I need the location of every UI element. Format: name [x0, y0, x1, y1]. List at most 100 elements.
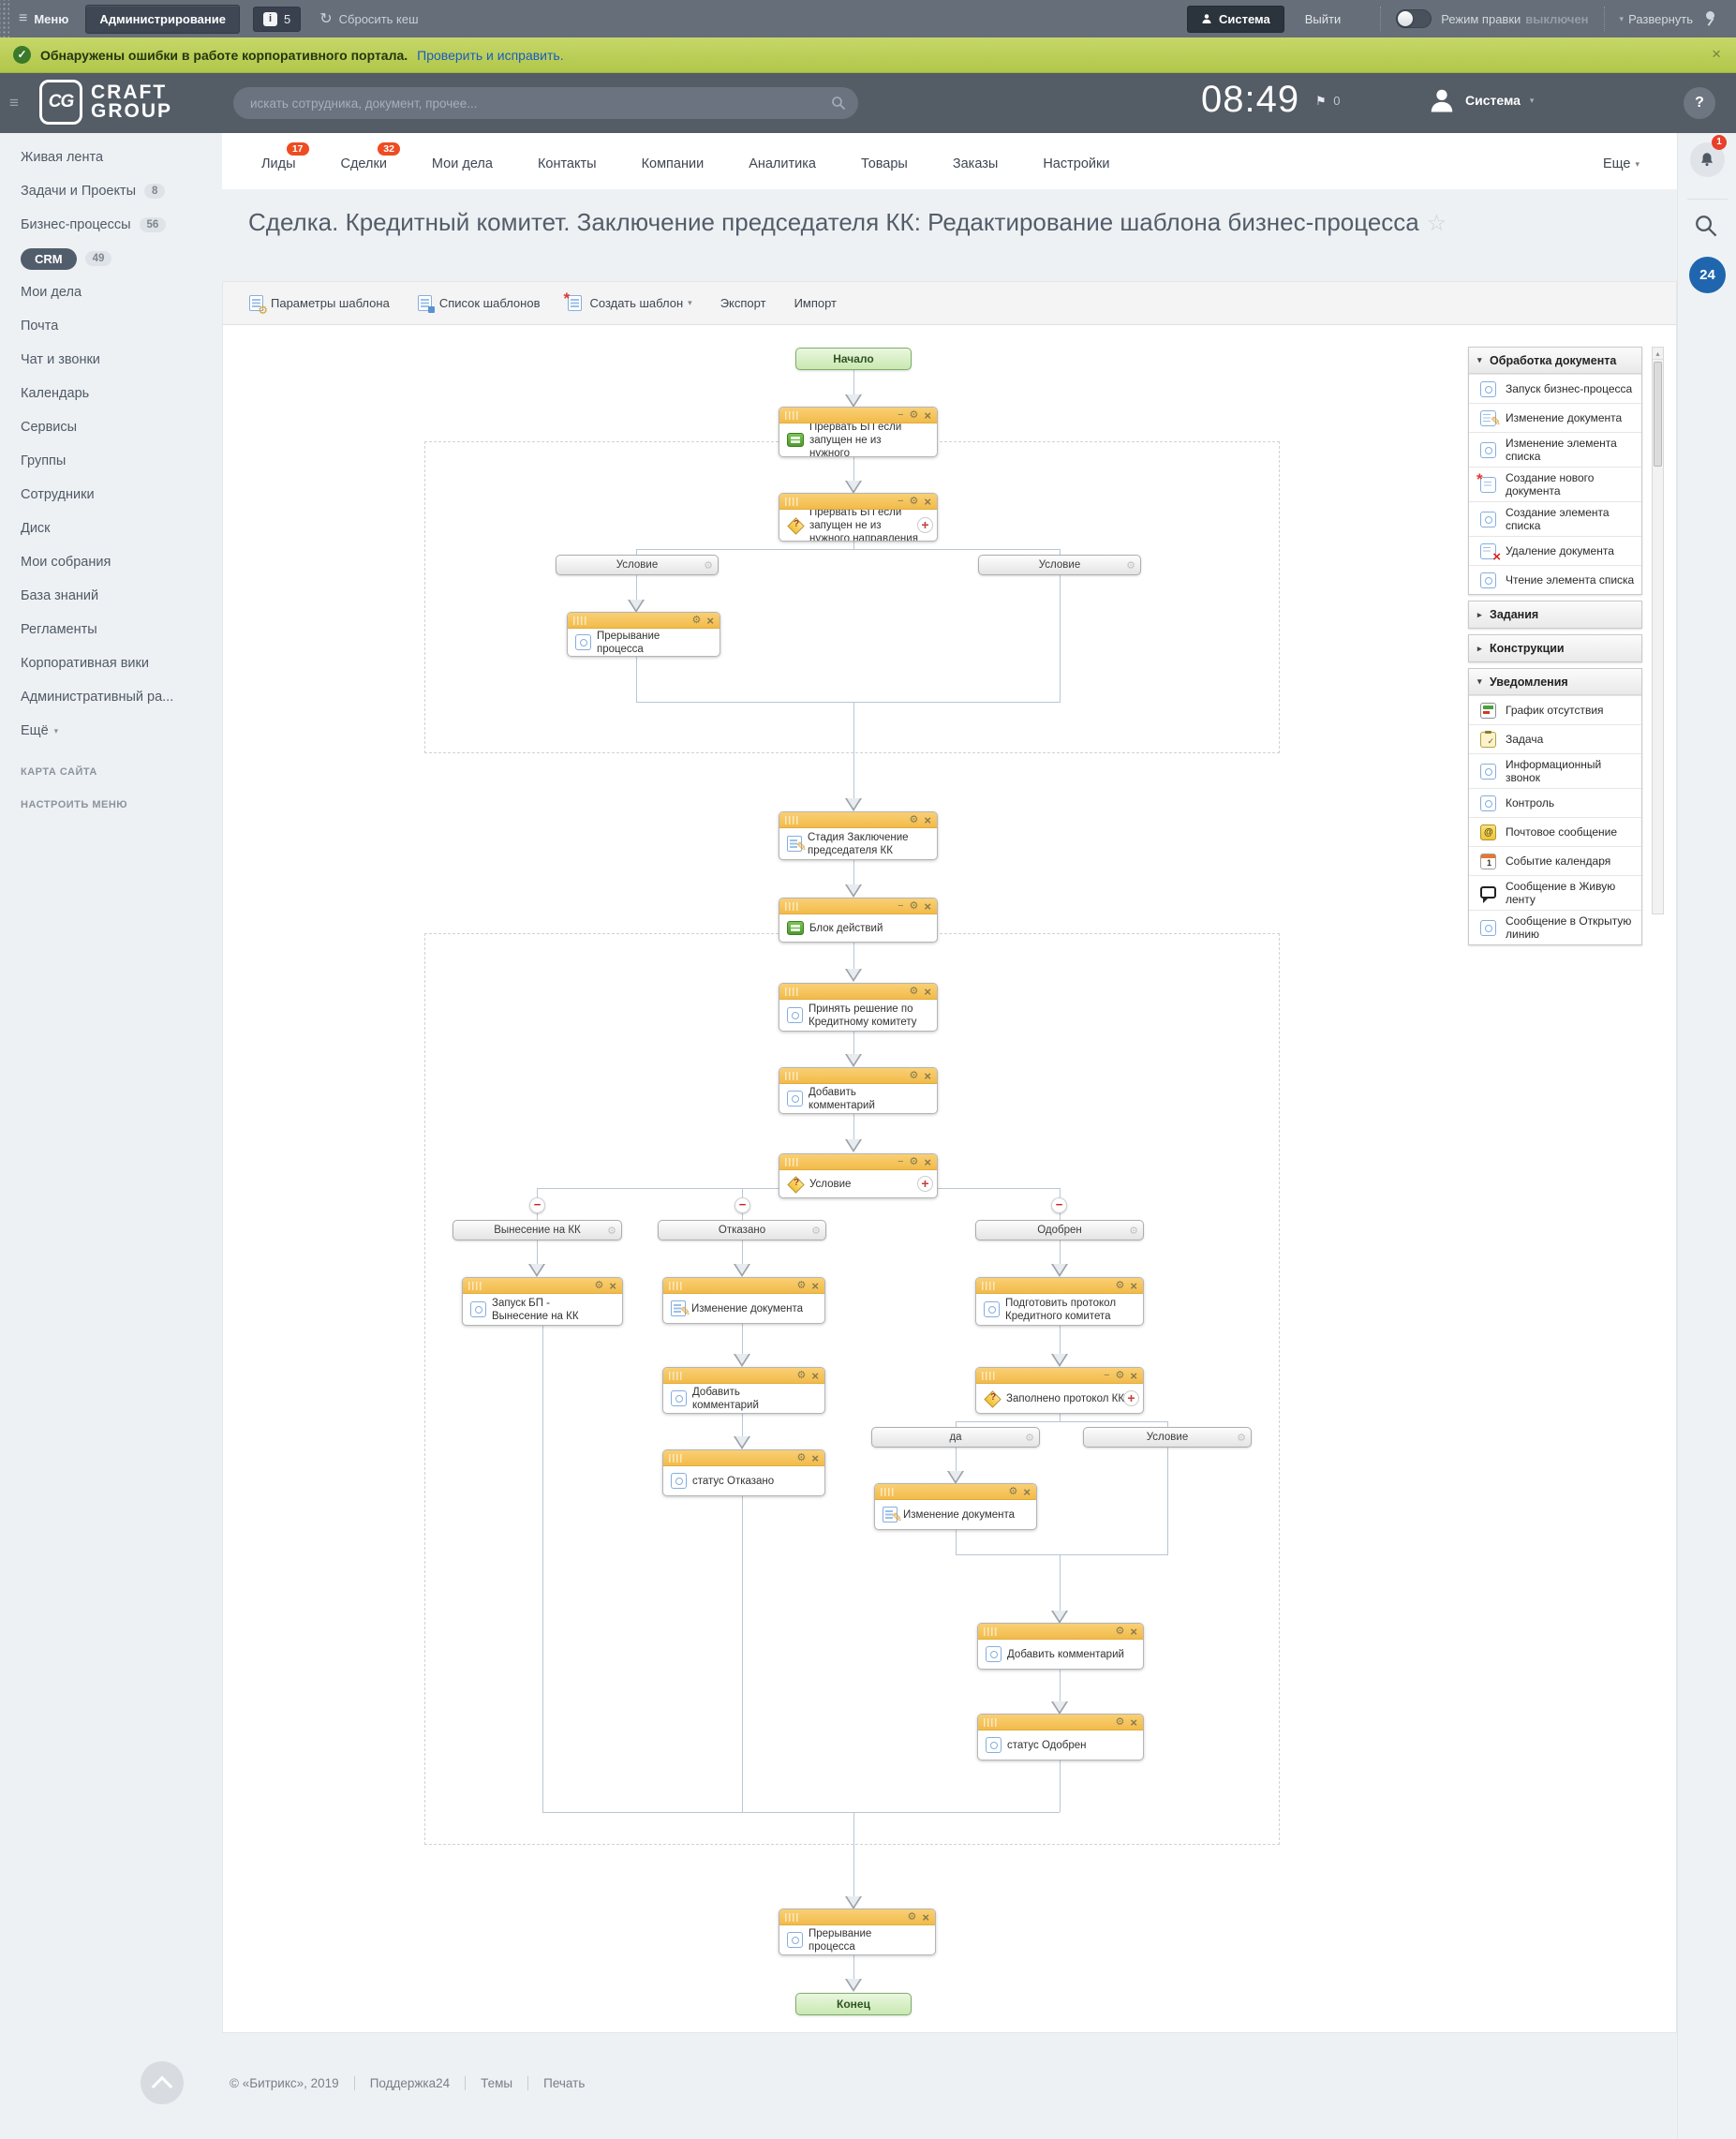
- flow-node-terminate[interactable]: ⚙×Прерывание процесса: [779, 1909, 936, 1955]
- nav-tab[interactable]: Настройки: [1043, 156, 1109, 171]
- palette-activity[interactable]: Удаление документа: [1469, 536, 1641, 565]
- palette-activity[interactable]: Сообщение в Живую ленту: [1469, 875, 1641, 910]
- remove-branch-button[interactable]: −: [734, 1197, 750, 1213]
- admin-button[interactable]: Администрирование: [85, 4, 240, 34]
- sidebar-item[interactable]: Административный ра...: [0, 680, 222, 714]
- palette-section-header[interactable]: ▸ Задания: [1469, 602, 1641, 628]
- flow-node-interrupt-block[interactable]: −⚙×Прервать БП если запущен не из нужног…: [779, 407, 938, 457]
- settings-button[interactable]: ⚙: [1115, 1369, 1125, 1381]
- palette-activity[interactable]: Запуск бизнес-процесса: [1469, 374, 1641, 403]
- palette-section-header[interactable]: ▸ Конструкции: [1469, 635, 1641, 661]
- add-branch-button[interactable]: +: [917, 516, 933, 533]
- menu-button[interactable]: ≡ Меню: [19, 10, 69, 26]
- sidebar-item[interactable]: Почта: [0, 309, 222, 343]
- palette-activity[interactable]: Изменение документа: [1469, 403, 1641, 432]
- branch-declined[interactable]: Отказано⚙: [658, 1220, 826, 1240]
- palette-activity[interactable]: Сообщение в Открытую линию: [1469, 910, 1641, 944]
- settings-button[interactable]: ⚙: [1115, 1279, 1125, 1291]
- node-header[interactable]: ⚙×: [875, 1484, 1036, 1500]
- settings-button[interactable]: ⚙: [909, 1069, 919, 1081]
- node-header[interactable]: ⚙×: [663, 1450, 824, 1466]
- system-user-button[interactable]: Система: [1187, 5, 1284, 33]
- sidebar-item[interactable]: Мои собрания: [0, 545, 222, 579]
- logout-button[interactable]: Выйти: [1304, 11, 1342, 26]
- settings-icon[interactable]: ⚙: [704, 560, 713, 572]
- flow-node-comment[interactable]: ⚙×Добавить комментарий: [977, 1623, 1144, 1670]
- close-button[interactable]: ×: [706, 613, 714, 628]
- close-button[interactable]: ×: [811, 1450, 819, 1465]
- palette-activity[interactable]: Событие календаря: [1469, 846, 1641, 875]
- sidebar-hamburger-icon[interactable]: ≡: [9, 94, 19, 111]
- node-header[interactable]: −⚙×: [779, 899, 937, 914]
- palette-activity[interactable]: График отсутствия: [1469, 695, 1641, 724]
- add-branch-button[interactable]: +: [917, 1175, 933, 1192]
- settings-icon[interactable]: ⚙: [607, 1225, 616, 1237]
- help-button[interactable]: ?: [1684, 87, 1715, 119]
- palette-section-header[interactable]: ▾ Обработка документа: [1469, 348, 1641, 374]
- remove-branch-button[interactable]: −: [1051, 1197, 1067, 1213]
- palette-section-header[interactable]: ▾ Уведомления: [1469, 669, 1641, 695]
- node-header[interactable]: ⚙×: [779, 1068, 937, 1084]
- settings-icon[interactable]: ⚙: [1129, 1225, 1138, 1237]
- settings-button[interactable]: ⚙: [796, 1369, 807, 1381]
- settings-icon[interactable]: ⚙: [1126, 560, 1135, 572]
- settings-button[interactable]: ⚙: [909, 1155, 919, 1167]
- branch-approved[interactable]: Одобрен⚙: [975, 1220, 1144, 1240]
- node-header[interactable]: −⚙ ×: [779, 1154, 937, 1170]
- palette-activity[interactable]: Создание элемента списка: [1469, 501, 1641, 536]
- node-header[interactable]: ⚙×: [976, 1278, 1143, 1294]
- palette-scrollbar[interactable]: ▴: [1652, 347, 1664, 914]
- settings-button[interactable]: ⚙: [1008, 1485, 1018, 1497]
- close-button[interactable]: ×: [924, 899, 931, 914]
- add-branch-button[interactable]: +: [1123, 1389, 1139, 1406]
- flow-node-protocol-condition[interactable]: −⚙×Заполнено протокол КК+: [975, 1367, 1144, 1414]
- settings-button[interactable]: ⚙: [909, 495, 919, 507]
- minimize-button[interactable]: −: [898, 495, 904, 507]
- flow-node-condition[interactable]: −⚙×Условие+: [779, 1153, 938, 1198]
- sidebar-footer-link[interactable]: НАСТРОИТЬ МЕНЮ: [21, 798, 128, 810]
- info-counter-button[interactable]: i 5: [253, 6, 302, 32]
- search-icon[interactable]: [831, 96, 846, 111]
- export-button[interactable]: Экспорт: [720, 296, 766, 310]
- node-header[interactable]: ⚙×: [779, 984, 937, 1000]
- footer-link-support[interactable]: Поддержка24: [353, 2076, 465, 2090]
- alert-fix-link[interactable]: Проверить и исправить.: [417, 47, 564, 63]
- search-input[interactable]: [250, 87, 812, 119]
- palette-activity[interactable]: Изменение элемента списка: [1469, 432, 1641, 467]
- settings-button[interactable]: ⚙: [691, 614, 702, 626]
- flow-node-terminate[interactable]: ⚙×Прерывание процесса: [567, 612, 720, 657]
- nav-tab[interactable]: Контакты: [538, 156, 597, 171]
- nav-tab[interactable]: Сделки 32: [341, 142, 400, 171]
- node-header[interactable]: ⚙×: [568, 613, 720, 629]
- close-button[interactable]: ×: [811, 1368, 819, 1383]
- close-button[interactable]: ×: [924, 812, 931, 827]
- branch-yes[interactable]: да⚙: [871, 1427, 1040, 1448]
- settings-button[interactable]: ⚙: [1115, 1716, 1125, 1728]
- settings-button[interactable]: ⚙: [796, 1451, 807, 1463]
- footer-link-print[interactable]: Печать: [527, 2076, 600, 2090]
- nav-tab[interactable]: Аналитика: [749, 156, 816, 171]
- flow-node-comment[interactable]: ⚙×Добавить комментарий: [779, 1067, 938, 1114]
- expand-button[interactable]: ▾ Развернуть: [1619, 11, 1693, 26]
- template-params-button[interactable]: Параметры шаблона: [249, 295, 390, 317]
- minimize-button[interactable]: −: [898, 408, 904, 421]
- minimize-button[interactable]: −: [898, 1155, 904, 1167]
- node-header[interactable]: ⚙×: [663, 1368, 824, 1384]
- scrollbar-thumb[interactable]: [1654, 362, 1662, 467]
- branch-condition[interactable]: Условие⚙: [1083, 1427, 1252, 1448]
- close-button[interactable]: ×: [609, 1278, 616, 1293]
- settings-button[interactable]: ⚙: [909, 813, 919, 825]
- palette-activity[interactable]: Задача: [1469, 724, 1641, 753]
- node-header[interactable]: ⚙×: [779, 812, 937, 828]
- flow-node-edit-doc[interactable]: ⚙×Изменение документа: [662, 1277, 825, 1324]
- palette-activity[interactable]: Почтовое сообщение: [1469, 817, 1641, 846]
- close-button[interactable]: ×: [1130, 1368, 1137, 1383]
- close-button[interactable]: ×: [924, 1154, 931, 1169]
- palette-activity[interactable]: Чтение элемента списка: [1469, 565, 1641, 594]
- nav-more-button[interactable]: Еще ▾: [1602, 156, 1640, 171]
- edit-mode-toggle[interactable]: [1396, 9, 1432, 28]
- flow-node-actions-block[interactable]: −⚙×Блок действий: [779, 898, 938, 943]
- palette-activity[interactable]: Контроль: [1469, 788, 1641, 817]
- nav-tab[interactable]: Заказы: [953, 156, 998, 171]
- palette-activity[interactable]: Информационный звонок: [1469, 753, 1641, 788]
